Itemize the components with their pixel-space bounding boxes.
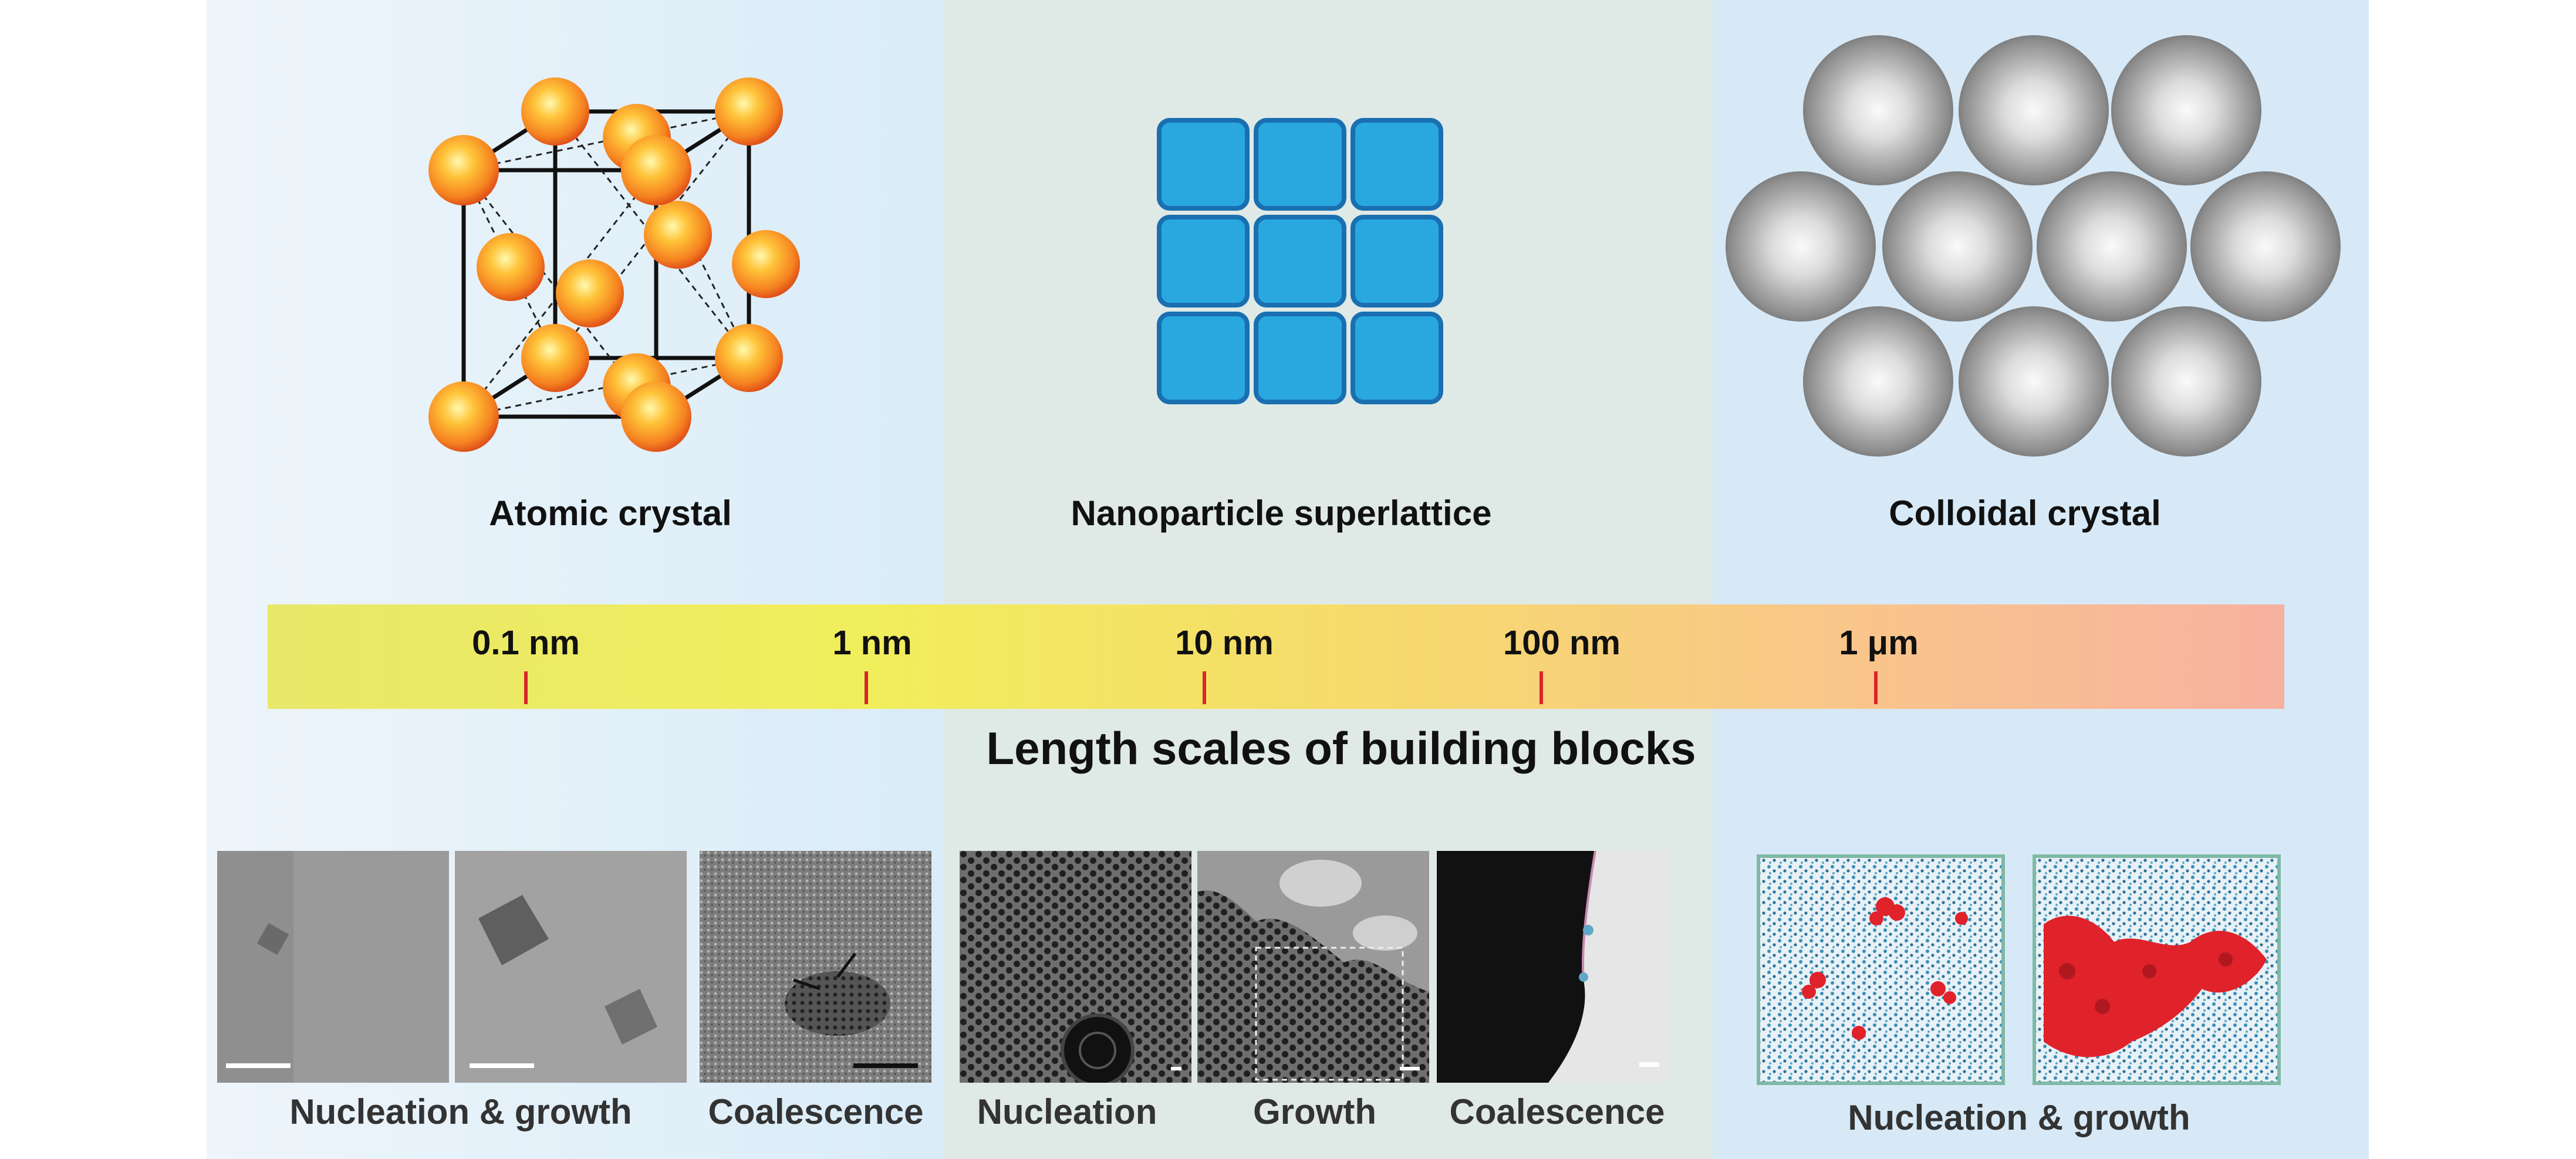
sem-coalescence-image bbox=[1437, 851, 1669, 1083]
tick-mark-1um bbox=[1874, 671, 1878, 704]
tick-label-0.1nm: 0.1 nm bbox=[472, 624, 580, 662]
atomic-nucleation-growth-caption: Nucleation & growth bbox=[289, 1092, 632, 1131]
tick-mark-1nm bbox=[865, 671, 868, 704]
atomic-coalescence-caption: Coalescence bbox=[708, 1092, 924, 1131]
simulation-growth-image bbox=[2033, 854, 2281, 1085]
colloidal-crystal-label: Colloidal crystal bbox=[1889, 494, 2161, 533]
tem-nucleation-2-image bbox=[455, 851, 687, 1083]
nano-growth-caption: Growth bbox=[1253, 1092, 1376, 1131]
tick-label-1um: 1 μm bbox=[1839, 624, 1919, 662]
tick-mark-10nm bbox=[1203, 671, 1206, 704]
colloidal-crystal-icon bbox=[1726, 35, 2341, 457]
scale-title: Length scales of building blocks bbox=[986, 722, 1696, 774]
atomic-crystal-label: Atomic crystal bbox=[489, 494, 732, 533]
atomic-crystal-icon bbox=[428, 77, 800, 452]
nano-nucleation-caption: Nucleation bbox=[977, 1092, 1157, 1131]
hrtem-coalescence-image bbox=[700, 851, 931, 1083]
tem-nucleation-1-image bbox=[217, 851, 449, 1083]
length-scale-bar: 0.1 nm 1 nm 10 nm 100 nm 1 μm bbox=[268, 604, 2284, 709]
tick-label-10nm: 10 nm bbox=[1175, 624, 1274, 662]
tick-label-100nm: 100 nm bbox=[1503, 624, 1620, 662]
tick-label-1nm: 1 nm bbox=[832, 624, 912, 662]
tick-mark-0.1nm bbox=[524, 671, 528, 704]
tick-mark-100nm bbox=[1539, 671, 1543, 704]
sem-nucleation-image bbox=[960, 851, 1191, 1083]
colloid-nucleation-growth-caption: Nucleation & growth bbox=[1848, 1098, 2190, 1137]
nano-coalescence-caption: Coalescence bbox=[1449, 1092, 1665, 1131]
superlattice-icon bbox=[1157, 118, 1443, 404]
sem-growth-image bbox=[1197, 851, 1429, 1083]
superlattice-label: Nanoparticle superlattice bbox=[1071, 494, 1492, 533]
simulation-nucleation-image bbox=[1757, 854, 2005, 1085]
